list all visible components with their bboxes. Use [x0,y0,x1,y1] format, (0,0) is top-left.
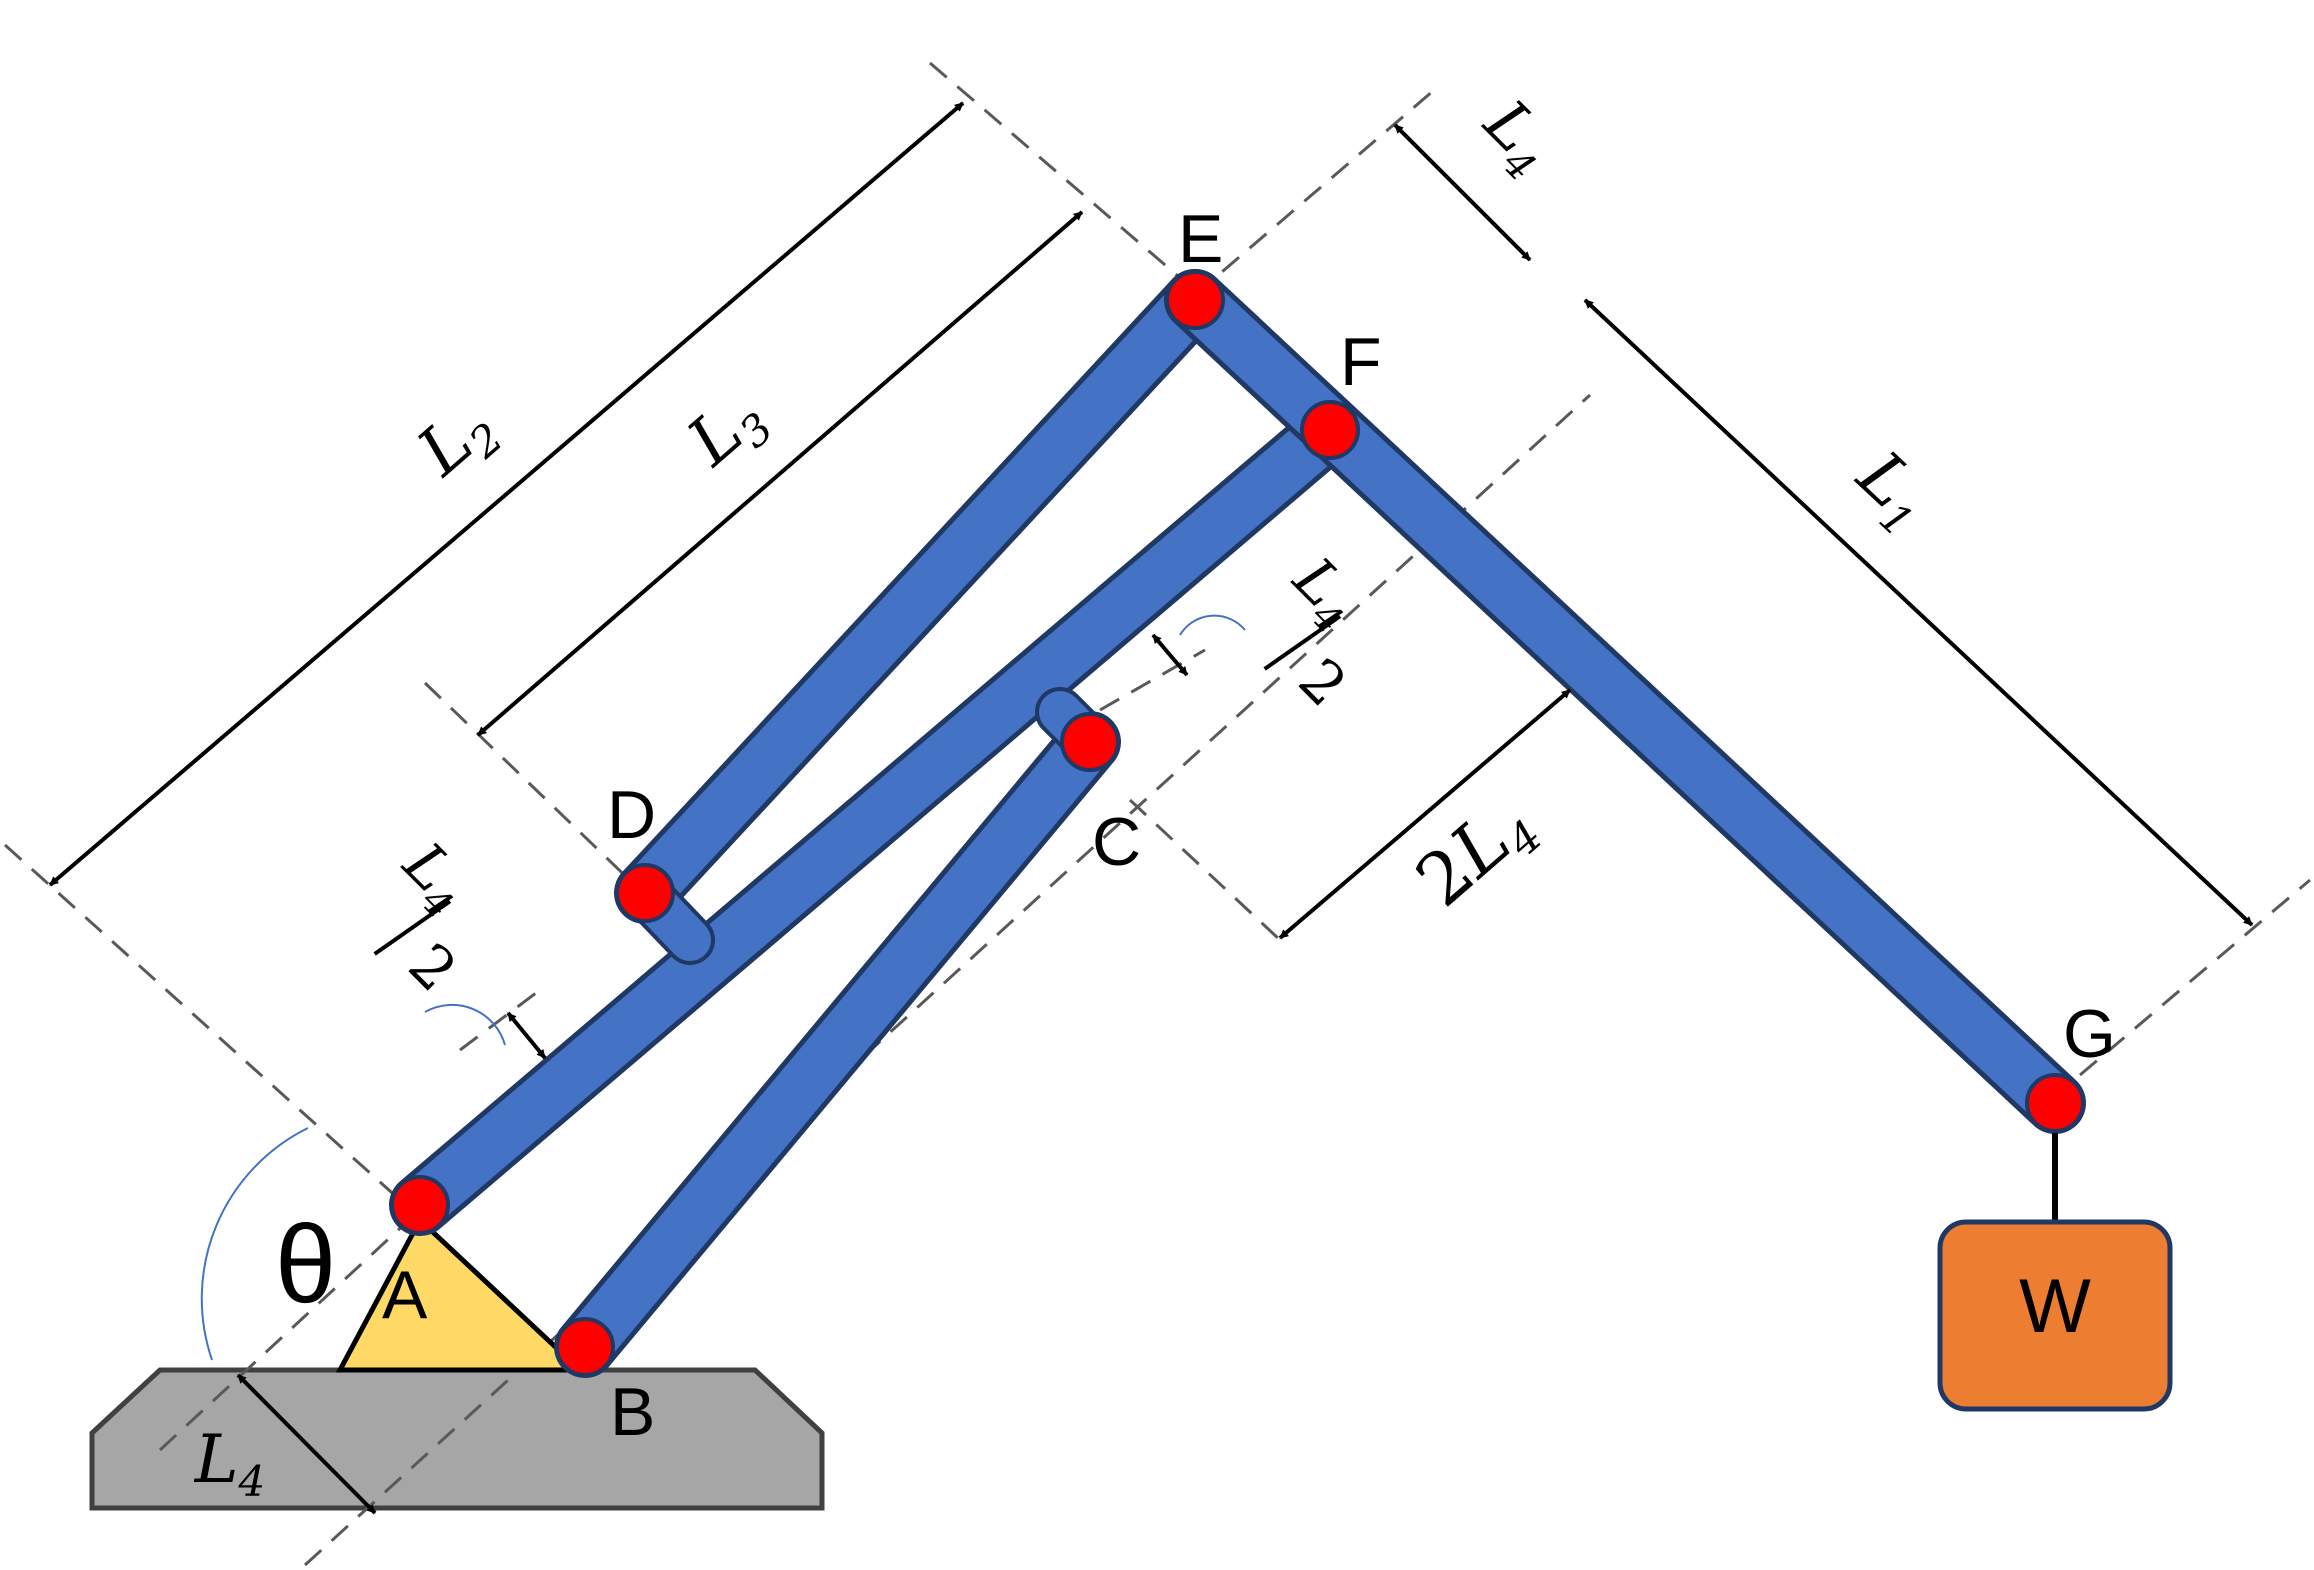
point-label-f: F [1340,324,1382,400]
dim-arrow-half-l4-right [1151,633,1189,677]
joint-d [615,863,675,923]
dim-label-l3: L3 [673,376,783,487]
guide-line-c-perp [1128,798,1282,942]
guide-line-g-axis [2079,878,2311,1077]
dim-label-l1: L1 [1837,436,1947,547]
link-af [389,399,1361,1236]
right-angle-arc-right [1179,614,1246,636]
guide-line-e-axis [1194,83,1441,297]
joint-b [555,1317,615,1377]
svg-text:L3: L3 [673,376,783,487]
dim-arrow-l4-top [1393,123,1532,262]
joints [390,270,2085,1377]
point-label-g: G [2063,996,2116,1072]
dim-label-l2: L2 [403,386,513,497]
svg-text:2: 2 [396,930,470,1004]
dim-arrow-l4-base [236,1373,377,1515]
svg-text:2: 2 [1286,645,1360,719]
svg-text:L4: L4 [194,1421,266,1506]
svg-text:L1: L1 [1837,436,1947,547]
point-label-c: C [1092,804,1141,880]
dim-arrow-l3 [476,210,1084,737]
weight-block [1937,1219,2173,1412]
svg-text:L4: L4 [1464,85,1570,191]
guide-line-c-upper [1099,648,1206,712]
joint-c [1060,712,1120,772]
weight-label: W [2019,1264,2091,1349]
joint-g [2025,1073,2085,1133]
theta-arc [200,1127,309,1361]
dim-label-l4-base: L4 [194,1421,266,1506]
dim-arrow-l1 [1583,298,2254,927]
angle-arcs [200,614,1246,1361]
guide-line-d-upper [459,988,541,1052]
point-label-e: E [1178,201,1223,277]
dim-arrow-half-l4-left [506,1011,547,1060]
point-label-d: D [607,777,656,853]
point-labels: E F D C G A B [382,201,2116,1450]
support-triangle [335,1215,587,1373]
theta-label: θ [275,1203,336,1326]
point-label-a: A [382,1257,428,1333]
dim-label-half-l4-left: L4 2 [373,829,470,1005]
dimension-arrows [48,101,2254,1515]
guide-line-e-perp [929,61,1201,297]
dim-arrow-2l4 [1278,688,1572,940]
dim-label-2l4: 2L4 [1400,780,1552,929]
svg-text:L2: L2 [403,386,513,497]
right-angle-arc-left [424,1003,506,1046]
guide-line-a-perp [3,843,402,1202]
joint-a [390,1175,450,1235]
links [389,269,2086,1378]
dim-label-l4-top: L4 [1464,85,1570,191]
dim-arrow-l2 [48,101,965,887]
joint-f [1300,400,1360,460]
point-label-b: B [610,1374,655,1450]
dim-label-half-l4-right: L4 2 [1263,544,1360,720]
joint-e [1165,270,1225,330]
link-bc [554,711,1121,1378]
svg-text:2L4: 2L4 [1400,780,1552,929]
